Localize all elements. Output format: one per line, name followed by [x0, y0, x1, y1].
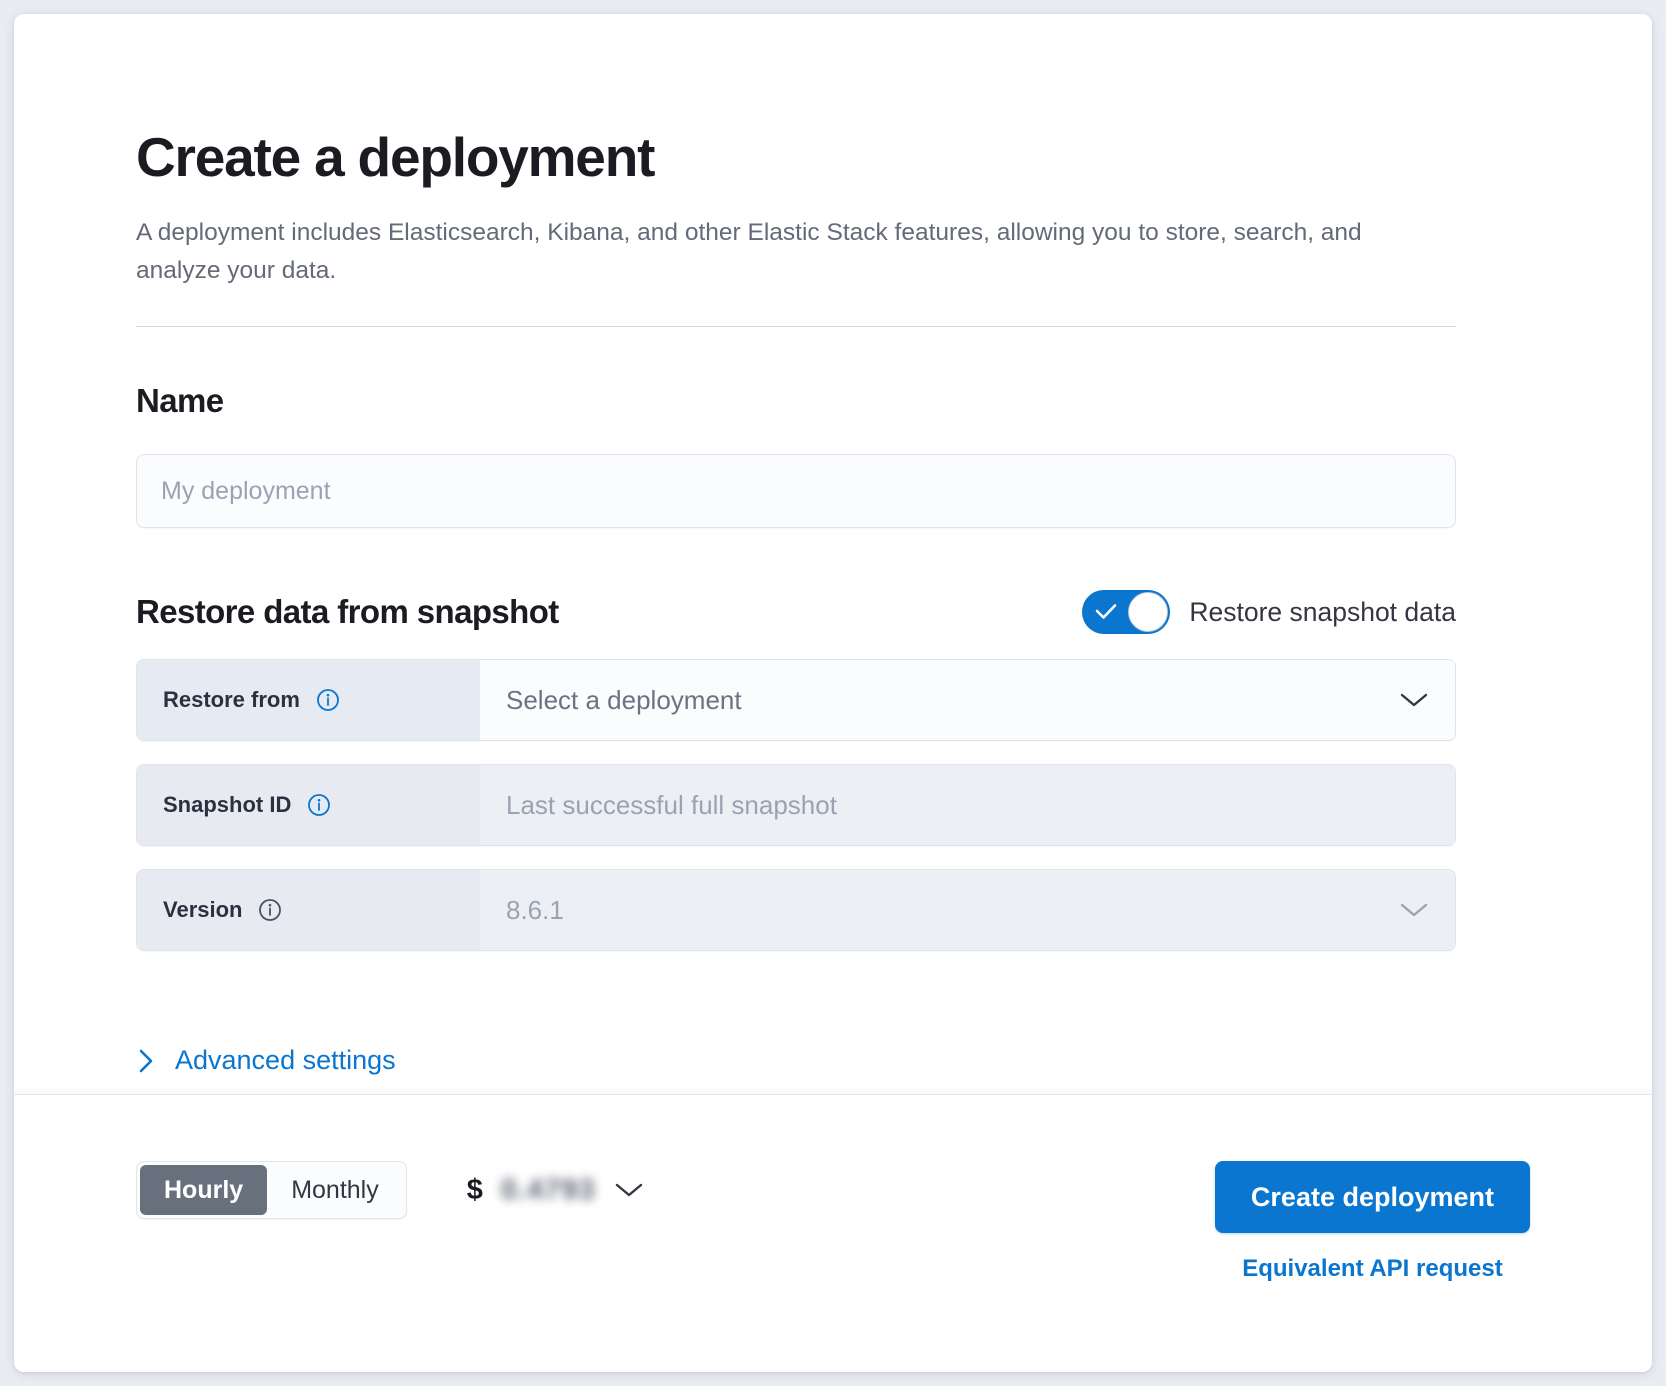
chevron-down-icon[interactable]: [1399, 691, 1429, 709]
row-label-version: Version: [137, 870, 480, 950]
row-field-snapshot-id: Last successful full snapshot: [480, 765, 1455, 845]
chevron-down-icon[interactable]: [614, 1181, 644, 1199]
price-value: 0.4793: [500, 1173, 596, 1206]
deployment-name-placeholder: My deployment: [161, 476, 331, 505]
create-deployment-button[interactable]: Create deployment: [1214, 1161, 1530, 1233]
page-subtitle: A deployment includes Elasticsearch, Kib…: [136, 219, 1362, 284]
row-field-restore-from[interactable]: Select a deployment: [480, 660, 1455, 740]
billing-option-monthly[interactable]: Monthly: [291, 1175, 379, 1204]
price-currency: $: [466, 1173, 483, 1206]
chevron-down-icon: [1400, 903, 1428, 917]
restore-from-value: Select a deployment: [506, 684, 742, 715]
row-label-restore-from: Restore from: [137, 660, 480, 740]
form-row-version: Version 8.6.1: [136, 869, 1456, 951]
chevron-right-icon: [139, 1049, 153, 1072]
billing-option-hourly[interactable]: Hourly: [140, 1165, 268, 1215]
row-label-snapshot-id: Snapshot ID: [137, 765, 480, 845]
row-field-version: 8.6.1: [480, 870, 1455, 950]
form-row-restore-from[interactable]: Restore from Select a deployment: [136, 659, 1456, 741]
footer-right-group: Create deployment Equivalent API request: [1214, 1161, 1530, 1283]
row-label-text: Snapshot ID: [163, 792, 292, 817]
name-section: Name My deployment: [136, 382, 1456, 528]
price-display[interactable]: $ 0.4793: [467, 1174, 644, 1207]
page-title: Create a deployment: [136, 126, 655, 188]
info-icon[interactable]: [258, 898, 282, 922]
restore-snapshot-toggle-label: Restore snapshot data: [1189, 596, 1456, 627]
create-deployment-card: Create a deployment A deployment include…: [14, 14, 1652, 1372]
card-footer: Hourly Monthly $ 0.4793 Create deploymen…: [14, 1094, 1652, 1372]
version-value: 8.6.1: [506, 894, 564, 925]
row-label-text: Restore from: [163, 687, 300, 712]
header-divider: [136, 326, 1456, 327]
footer-left-group: Hourly Monthly $ 0.4793: [136, 1161, 644, 1219]
restore-snapshot-toggle[interactable]: [1082, 590, 1171, 634]
billing-period-segmented-control[interactable]: Hourly Monthly: [136, 1161, 407, 1219]
snapshot-id-value: Last successful full snapshot: [506, 789, 837, 820]
restore-section-title: Restore data from snapshot: [136, 593, 559, 630]
equivalent-api-request-link[interactable]: Equivalent API request: [1242, 1255, 1503, 1282]
form-row-snapshot-id: Snapshot ID Last successful full snapsho…: [136, 764, 1456, 846]
name-section-title: Name: [136, 382, 224, 419]
row-label-text: Version: [163, 897, 243, 922]
check-icon: [1096, 604, 1117, 619]
card-body: Create a deployment A deployment include…: [14, 14, 1652, 1094]
restore-section-header: Restore data from snapshot Restore snaps…: [136, 590, 1456, 634]
restore-form-rows: Restore from Select a deployment: [136, 659, 1456, 951]
toggle-knob: [1128, 592, 1169, 632]
advanced-settings-toggle[interactable]: Advanced settings: [136, 1045, 396, 1076]
info-icon[interactable]: [316, 688, 340, 712]
deployment-name-input[interactable]: My deployment: [136, 454, 1456, 528]
restore-snapshot-toggle-group[interactable]: Restore snapshot data: [1082, 590, 1456, 634]
advanced-settings-label: Advanced settings: [175, 1045, 396, 1075]
info-icon[interactable]: [307, 793, 331, 817]
